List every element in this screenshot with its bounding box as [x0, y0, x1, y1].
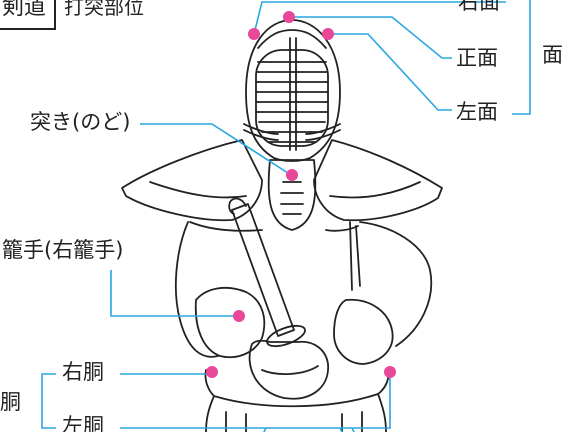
label-men: 面	[542, 43, 563, 67]
label-right-men: 右面	[458, 0, 500, 14]
label-tsuki: 突き(のど)	[30, 110, 131, 134]
shinai	[231, 203, 295, 337]
leader-front-men	[289, 16, 452, 59]
leader-right-men	[253, 1, 506, 35]
hand-gloves	[248, 339, 329, 400]
helmet-grill	[255, 37, 329, 151]
label-right-do: 右胴	[62, 360, 104, 384]
left-arm	[174, 221, 219, 358]
helmet	[245, 19, 341, 162]
breastplate	[204, 369, 390, 408]
label-front-men: 正面	[456, 46, 498, 70]
label-kote: 籠手(右籠手)	[2, 238, 124, 262]
leader-left-men	[328, 33, 452, 111]
bracket-men	[512, 0, 531, 115]
bracket-do	[41, 373, 56, 429]
leader-tsuki	[140, 123, 292, 176]
target-dot-left-do	[384, 366, 396, 378]
target-dot-left-men	[322, 28, 334, 40]
right-shoulder-flap	[313, 139, 443, 222]
target-dot-right-men	[248, 28, 260, 40]
throat-guard	[267, 159, 317, 231]
leader-kote	[110, 270, 238, 317]
target-dot-front-men	[283, 11, 295, 23]
leader-left-do	[120, 374, 391, 429]
diagram-subtitle: 打突部位	[64, 0, 144, 19]
label-left-do: 左胴	[62, 414, 104, 432]
target-dot-tsuki	[286, 169, 298, 181]
label-left-men: 左面	[456, 100, 498, 124]
left-shoulder-flap	[121, 139, 263, 222]
target-dot-kote	[233, 310, 245, 322]
right-arm	[359, 221, 433, 347]
target-dot-right-do	[206, 366, 218, 378]
label-do: 胴	[0, 390, 21, 414]
category-box: 剣道	[0, 0, 57, 30]
